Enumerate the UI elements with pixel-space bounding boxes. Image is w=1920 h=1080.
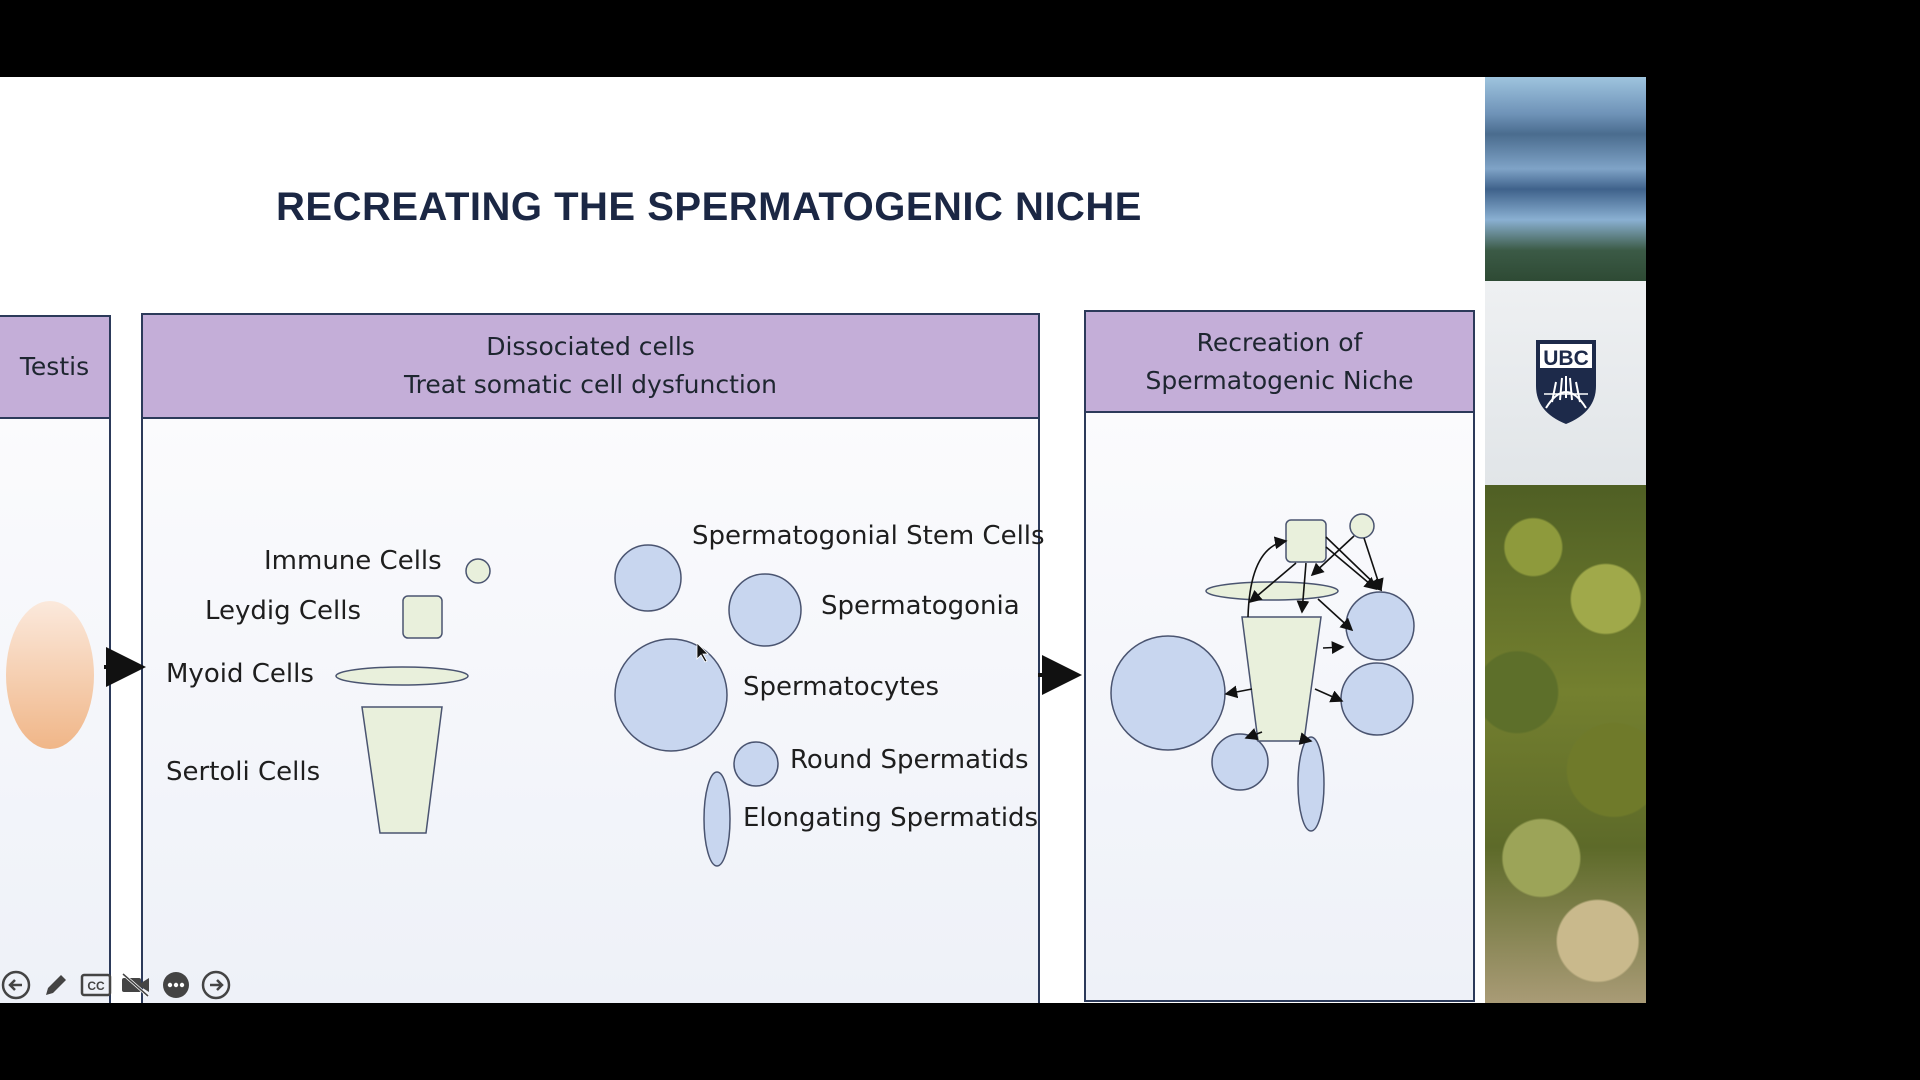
immune-cell-shape — [465, 558, 491, 584]
next-slide-icon — [201, 970, 231, 1000]
slide-title: RECREATING THE SPERMATOGENIC NICHE — [276, 185, 1142, 229]
leydig-cell-shape — [402, 595, 443, 639]
spermatocyte-shape — [614, 638, 728, 752]
niche-spermatocyte — [1110, 635, 1226, 751]
elongating-spermatid-shape — [703, 771, 731, 867]
testis-shape — [6, 601, 94, 749]
ssc-shape — [614, 544, 682, 612]
label-spermatogonia: Spermatogonia — [821, 591, 1020, 621]
niche-round-spermatid — [1211, 733, 1269, 791]
dissociated-cells-panel: Dissociated cells Treat somatic cell dys… — [141, 313, 1040, 1003]
cc-icon-text: CC — [87, 979, 105, 993]
label-elongating-spermatids: Elongating Spermatids — [743, 803, 1039, 833]
more-options-button[interactable] — [160, 969, 192, 1001]
niche-leydig — [1285, 519, 1327, 563]
camera-off-icon — [122, 972, 149, 998]
label-immune-cells: Immune Cells — [264, 546, 442, 576]
label-myoid-cells: Myoid Cells — [166, 659, 314, 689]
testis-panel-header: Testis — [0, 317, 109, 419]
recreation-panel-subtitle: Spermatogenic Niche — [1145, 365, 1414, 395]
sertoli-cell-shape — [361, 706, 443, 834]
mouse-cursor-icon — [696, 642, 709, 663]
decorative-photo-strip: UBC 52 — [1485, 77, 1646, 1003]
landscape-photo — [1485, 77, 1646, 281]
pen-icon — [46, 975, 66, 995]
presentation-toolbar: CC — [0, 964, 232, 1003]
niche-spermatogonia-b — [1340, 662, 1414, 736]
testis-panel-title: Testis — [19, 352, 90, 381]
previous-slide-icon — [1, 970, 31, 1000]
closed-captions-button[interactable]: CC — [80, 969, 112, 1001]
pen-tool-button[interactable] — [40, 969, 72, 1001]
label-sertoli-cells: Sertoli Cells — [166, 757, 321, 787]
label-spermatocytes: Spermatocytes — [743, 672, 940, 702]
niche-sertoli — [1241, 616, 1322, 742]
niche-immune — [1349, 513, 1375, 539]
dissociated-panel-subtitle: Treat somatic cell dysfunction — [404, 370, 777, 399]
spermatogonia-shape — [728, 573, 802, 647]
dissociated-panel-title: Dissociated cells — [486, 332, 695, 361]
niche-arrows — [1224, 535, 1384, 745]
recreation-panel-title: Recreation of — [1196, 327, 1363, 357]
myoid-cell-shape — [335, 666, 469, 686]
niche-elongating-spermatid — [1297, 736, 1325, 832]
logo-band: UBC — [1485, 281, 1646, 485]
more-options-icon — [163, 972, 189, 998]
round-spermatid-shape — [733, 741, 779, 787]
camera-toggle-button[interactable] — [120, 969, 152, 1001]
niche-spermatogonia-a — [1345, 591, 1415, 661]
ubc-logo-text: UBC — [1543, 347, 1589, 370]
label-leydig-cells: Leydig Cells — [205, 596, 362, 626]
label-round-spermatids: Round Spermatids — [790, 745, 1029, 775]
previous-slide-button[interactable] — [0, 969, 32, 1001]
diagram-shapes — [6, 513, 1415, 867]
slide: RECREATING THE SPERMATOGENIC NICHE Testi… — [0, 77, 1646, 1003]
next-slide-button[interactable] — [200, 969, 232, 1001]
niche-myoid — [1205, 581, 1339, 601]
recreation-panel-header: Recreation of Spermatogenic Niche — [1086, 312, 1473, 413]
label-ssc: Spermatogonial Stem Cells — [692, 521, 1045, 551]
closed-captions-icon: CC — [80, 973, 112, 997]
ubc-logo: UBC — [1536, 340, 1596, 424]
dissociated-panel-header: Dissociated cells Treat somatic cell dys… — [143, 315, 1038, 419]
forest-photo — [1485, 485, 1646, 1003]
